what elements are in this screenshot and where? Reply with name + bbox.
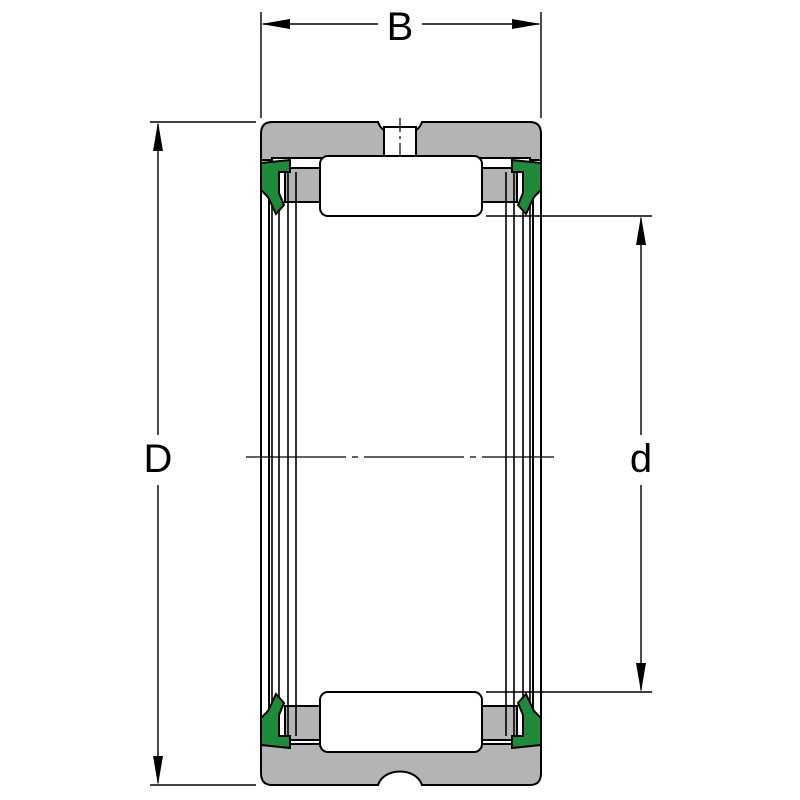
needle-roller-top [319,155,483,217]
outer-diameter-label: D [144,437,173,481]
seal-right-top [511,158,542,216]
width-label: B [387,5,414,49]
cage-left-bottom [284,705,323,741]
cage-right-bottom [479,705,518,741]
inner-ring-left-lines [271,172,297,736]
outer-ring-right-wall [532,159,542,741]
seal-right-bottom [511,692,542,750]
seal-left-top [260,158,291,216]
dimension-d-inner [486,215,652,693]
dimension-d-outer [150,121,256,786]
dimension-b [260,12,542,118]
cage-left-top [284,167,323,203]
seal-left-bottom [260,692,291,750]
inner-ring-right-lines [505,172,531,736]
needle-roller-bottom [319,691,483,753]
inner-diameter-label: d [630,437,652,481]
outer-ring-left-wall [260,159,270,741]
cage-right-top [479,167,518,203]
